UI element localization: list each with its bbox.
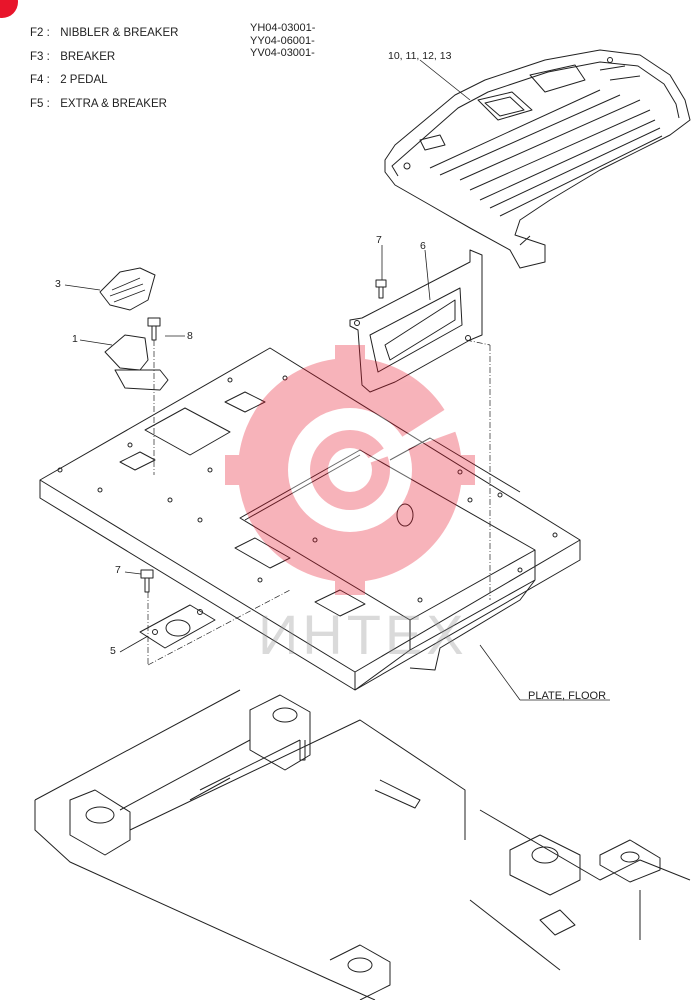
bolt-7-lower: [140, 569, 154, 593]
plate-floor-label: PLATE, FLOOR: [528, 690, 607, 702]
bracket-6: [349, 249, 483, 393]
serial-number: YY04-06001-: [250, 34, 315, 47]
callout-1: 1: [72, 333, 78, 345]
serial-number: YV04-03001-: [250, 47, 315, 59]
leader-lines: [64, 59, 610, 701]
legend-row: F5 : EXTRA & BREAKER: [30, 93, 178, 117]
legend-label: 2 PEDAL: [60, 74, 108, 86]
bolt-7-upper: [375, 279, 387, 299]
legend-code: F2 :: [30, 27, 50, 39]
callout-6: 6: [420, 240, 426, 252]
watermark-gear-icon: [225, 345, 475, 595]
legend-row: F2 : NIBBLER & BREAKER: [30, 22, 178, 46]
callout-3: 3: [55, 278, 61, 290]
alignment-lines: [147, 339, 491, 666]
plate-5: [139, 604, 216, 649]
legend-label: NIBBLER & BREAKER: [60, 27, 179, 39]
callout-8: 8: [187, 330, 193, 342]
legend-label: EXTRA & BREAKER: [60, 97, 167, 110]
bolt-8: [147, 317, 161, 341]
machine-frame: [34, 689, 691, 1000]
pedal-pad-3: [99, 267, 156, 311]
callout-7-lower: 7: [115, 564, 121, 576]
pedal-1: [104, 334, 169, 391]
floor-mat: [384, 49, 691, 269]
legend-label: BREAKER: [60, 50, 116, 63]
callout-10-13: 10, 11, 12, 13: [388, 50, 452, 62]
floor-plate: [39, 347, 581, 691]
legend-code: F5 :: [30, 97, 50, 110]
serial-numbers: YH04-03001- YY04-06001- YV04-03001-: [250, 22, 315, 60]
serial-number: YH04-03001-: [250, 22, 316, 34]
watermark-text: ИНТЕХ: [258, 603, 468, 666]
legend-code: F4 :: [30, 74, 50, 86]
legend-code: F3 :: [30, 50, 50, 63]
callout-7-upper: 7: [376, 234, 382, 246]
variant-legend: F2 : NIBBLER & BREAKER F3 : BREAKER F4 :…: [30, 22, 178, 116]
callout-5: 5: [110, 645, 116, 657]
legend-row: F4 : 2 PEDAL: [30, 69, 178, 93]
legend-row: F3 : BREAKER: [30, 46, 178, 70]
